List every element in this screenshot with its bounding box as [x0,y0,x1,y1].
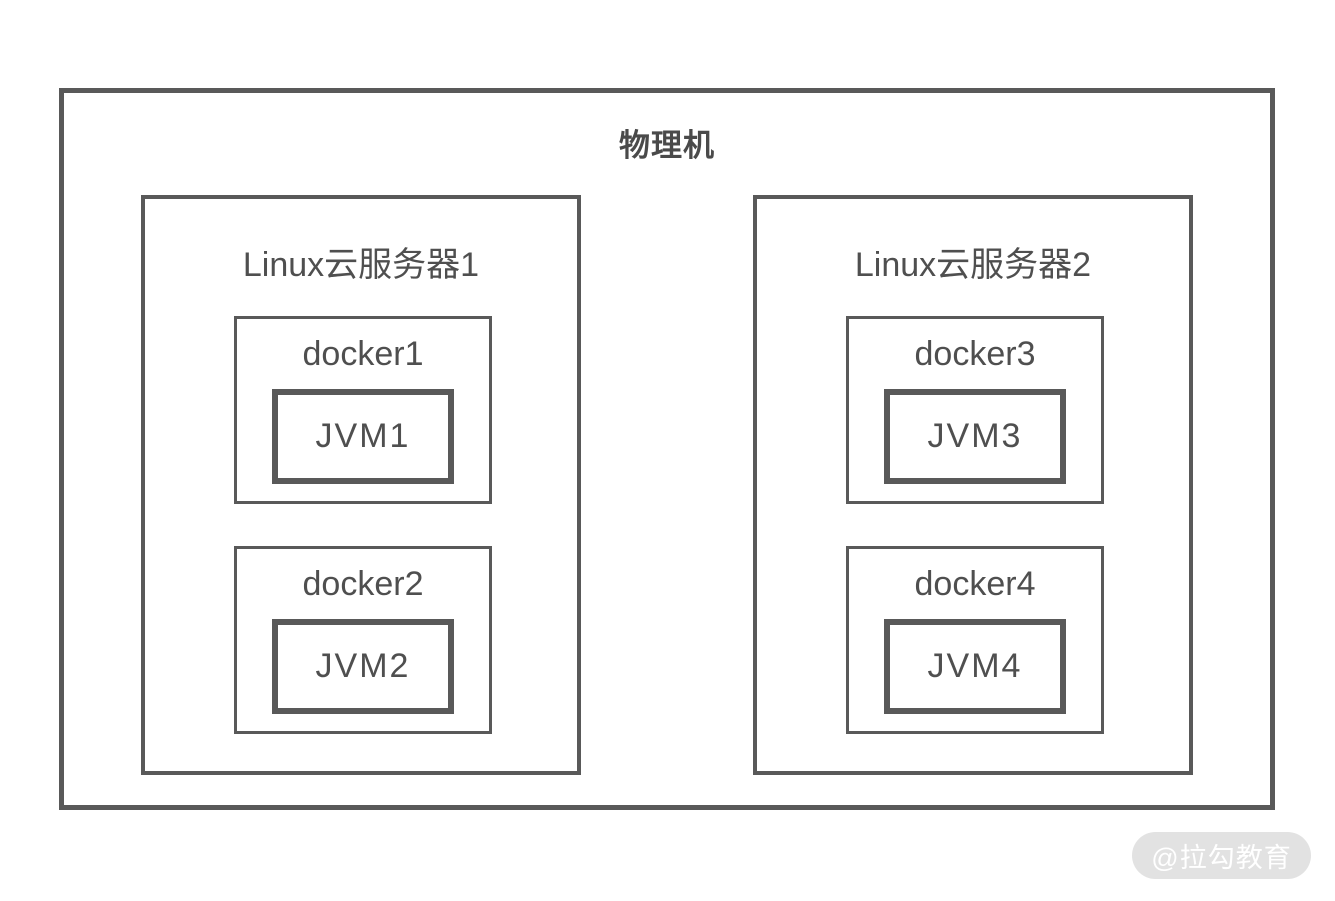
jvm-box-1: JVM1 [272,389,454,484]
docker-4-label: docker4 [914,565,1036,603]
jvm-4-label: JVM4 [927,647,1023,685]
physical-machine-box: 物理机 Linux云服务器1 docker1 JVM1 docker2 JVM2… [59,88,1275,810]
docker-box-4: docker4 JVM4 [846,546,1104,734]
docker-1-label: docker1 [302,335,424,373]
jvm-2-label: JVM2 [315,647,411,685]
docker-box-1: docker1 JVM1 [234,316,492,504]
jvm-1-label: JVM1 [315,417,411,455]
jvm-3-label: JVM3 [927,417,1023,455]
docker-box-3: docker3 JVM3 [846,316,1104,504]
docker-3-label: docker3 [914,335,1036,373]
watermark-badge: @拉勾教育 [1132,832,1311,879]
jvm-box-2: JVM2 [272,619,454,714]
physical-machine-label: 物理机 [619,128,715,163]
server-box-1: Linux云服务器1 docker1 JVM1 docker2 JVM2 [141,195,581,775]
jvm-box-3: JVM3 [884,389,1066,484]
docker-box-2: docker2 JVM2 [234,546,492,734]
docker-2-label: docker2 [302,565,424,603]
jvm-box-4: JVM4 [884,619,1066,714]
server-2-label: Linux云服务器2 [854,246,1092,284]
server-1-label: Linux云服务器1 [242,246,480,284]
server-box-2: Linux云服务器2 docker3 JVM3 docker4 JVM4 [753,195,1193,775]
